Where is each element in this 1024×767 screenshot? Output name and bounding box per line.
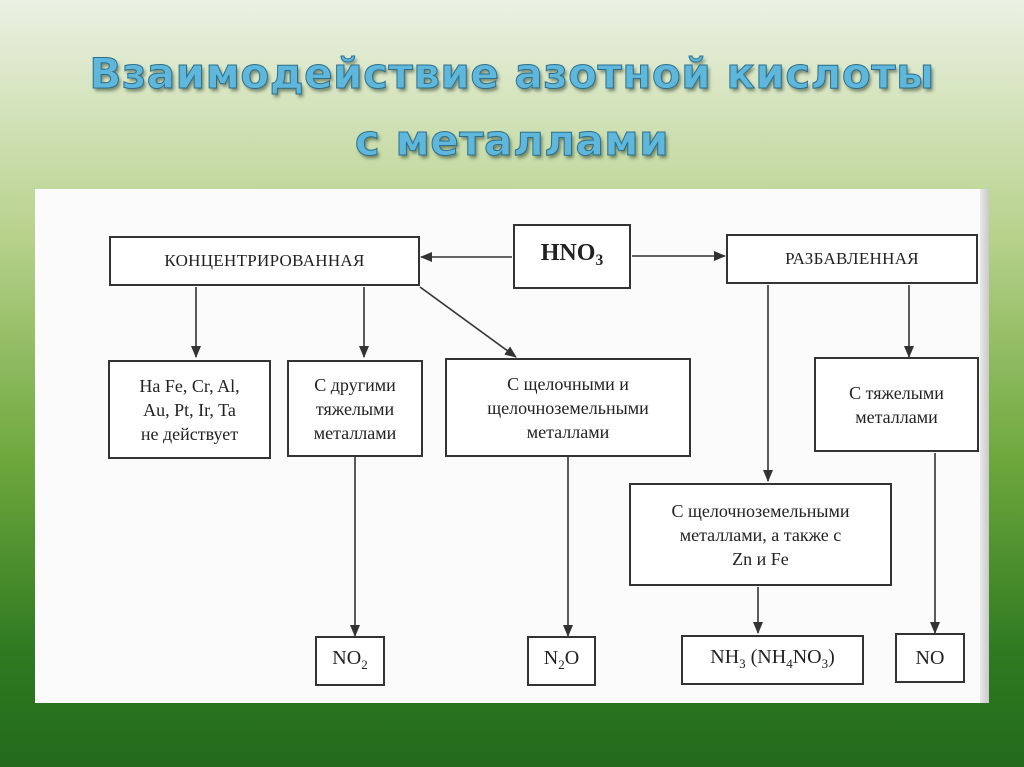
product-nh3: NH3 (NH4NO3) [710, 645, 835, 671]
alkaline-earth-dilute-box: С щелочноземельными металлами, а также с… [629, 483, 892, 586]
diagram-arrows [191, 251, 940, 637]
product-no: NO [915, 647, 945, 669]
passive-line-2: Au, Pt, Ir, Ta [143, 399, 236, 420]
slide-title-line-2: с металлами [354, 116, 670, 166]
concentrated-label: КОНЦЕНТРИРОВАННАЯ [164, 251, 365, 270]
other-heavy-metals-box: С другими тяжелыми металлами [287, 360, 423, 457]
alkaline-earth-line-1: С щелочноземельными [671, 500, 850, 521]
slide-title-line-1: Взаимодействие азотной кислоты [89, 49, 935, 99]
alkaline-line-3: металлами [526, 421, 610, 442]
product-no2-box: NO2 [315, 636, 385, 686]
alkaline-earth-line-3: Zn и Fe [732, 548, 789, 569]
product-no2: NO2 [332, 646, 368, 672]
passive-line-3: не действует [140, 423, 239, 444]
diagram-panel: КОНЦЕНТРИРОВАННАЯ HNO3 РАЗБАВЛЕННАЯ На F… [35, 189, 989, 703]
heavy-dilute-line-1: С тяжелыми [849, 382, 944, 403]
page-edge-shadow [980, 189, 989, 703]
arrow-conc-to-alkaline [419, 286, 517, 358]
dilute-box: РАЗБАВЛЕННАЯ [726, 234, 978, 284]
concentrated-box: КОНЦЕНТРИРОВАННАЯ [109, 236, 420, 286]
dilute-label: РАЗБАВЛЕННАЯ [785, 249, 919, 268]
other-heavy-line-2: тяжелыми [315, 398, 395, 419]
passive-metals-box: На Fe, Cr, Al, Au, Pt, Ir, Ta не действу… [108, 360, 271, 459]
other-heavy-line-3: металлами [313, 422, 397, 443]
hno3-box: HNO3 [513, 224, 631, 289]
hno3-formula: HNO3 [540, 239, 604, 269]
alkaline-metals-box: С щелочными и щелочноземельными металлам… [445, 358, 691, 457]
heavy-dilute-line-2: металлами [855, 406, 938, 427]
passive-line-1: На Fe, Cr, Al, [139, 375, 240, 396]
heavy-metals-dilute-box: С тяжелыми металлами [814, 357, 979, 452]
alkaline-earth-line-2: металлами, а также с [679, 524, 842, 545]
product-nh3-box: NH3 (NH4NO3) [681, 635, 864, 685]
product-n2o-box: N2O [527, 636, 596, 686]
other-heavy-line-1: С другими [314, 374, 396, 395]
product-no-box: NO [895, 633, 965, 683]
alkaline-line-1: С щелочными и [507, 373, 629, 394]
product-n2o: N2O [543, 646, 580, 672]
alkaline-line-2: щелочноземельными [487, 397, 649, 418]
